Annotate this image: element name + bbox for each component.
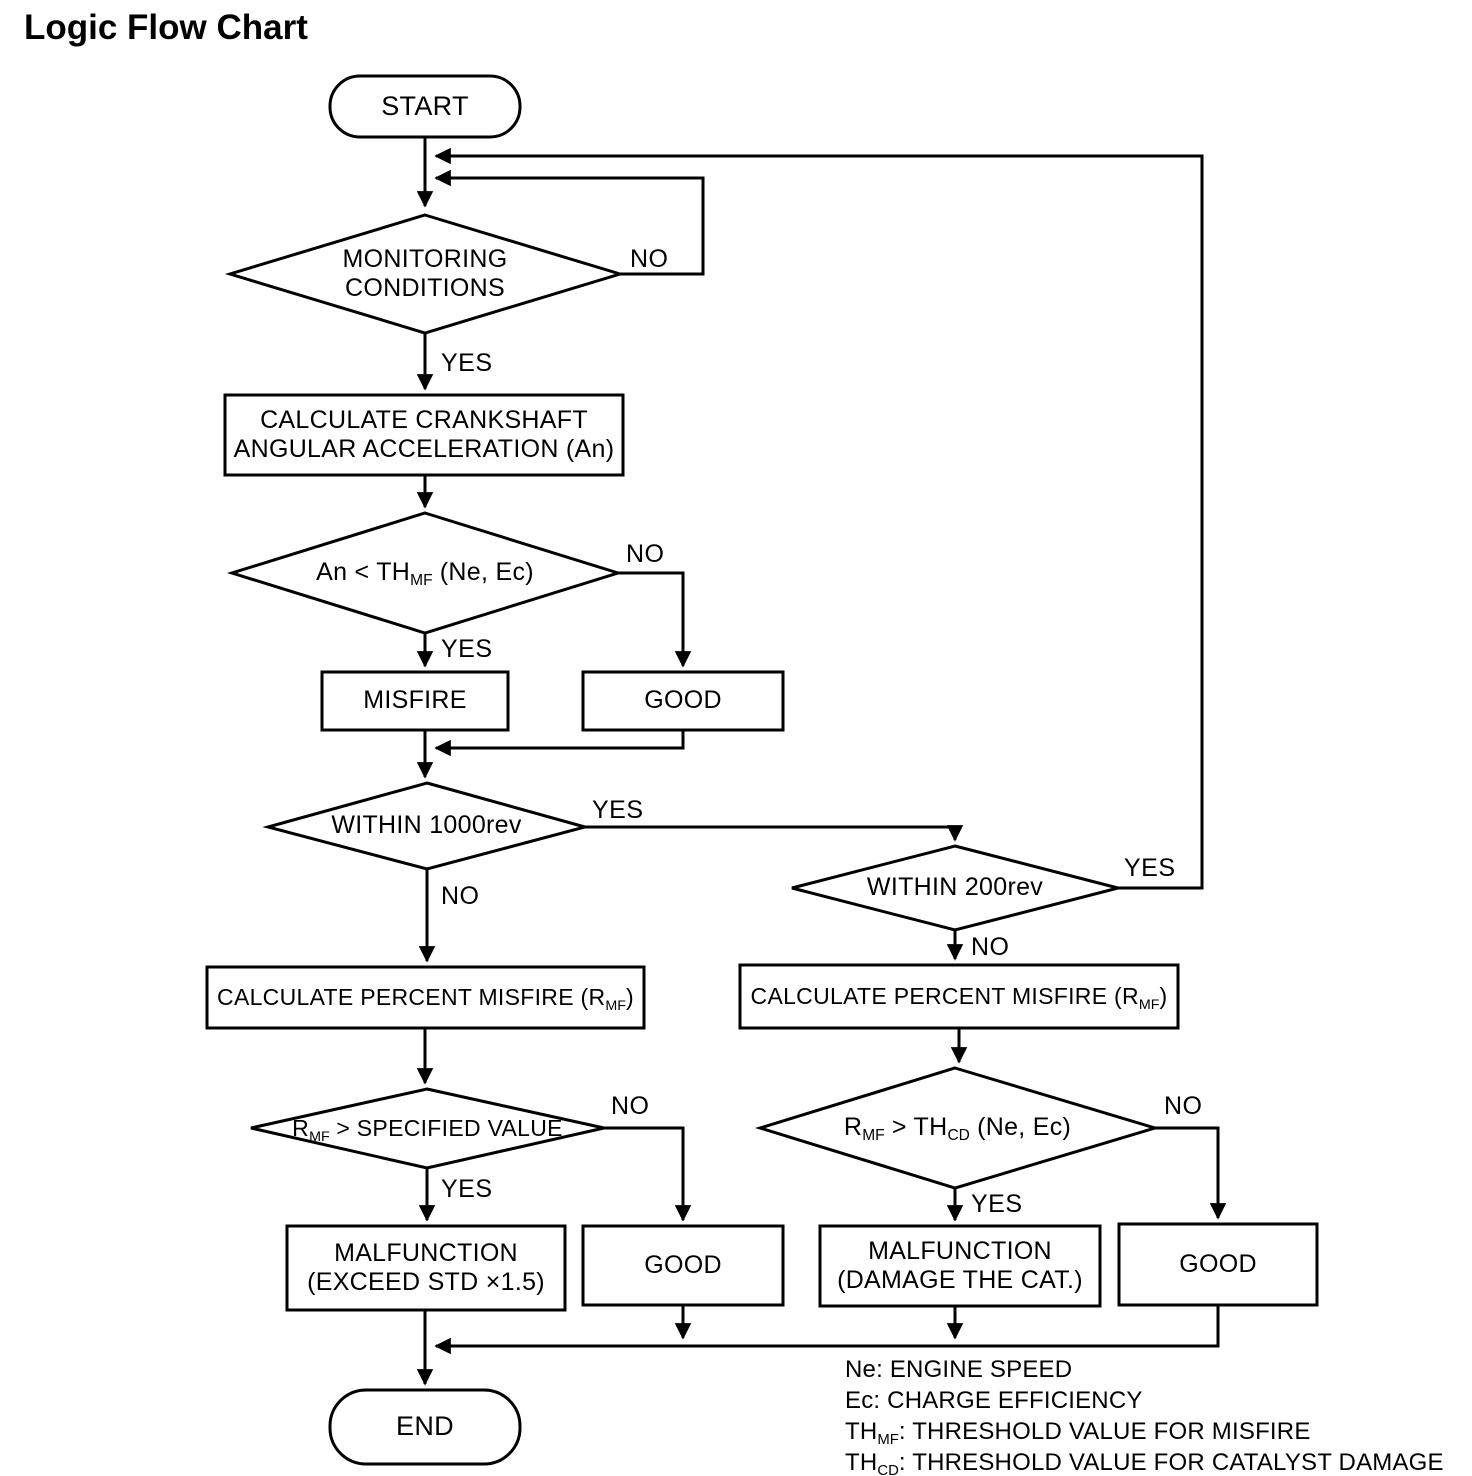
edge-label-monitoring-no: NO: [630, 245, 669, 273]
good3-process-shape: [1117, 1222, 1319, 1307]
legend-line-ne: Ne: ENGINE SPEED: [845, 1356, 1444, 1387]
calc-pct-left-post: ): [626, 983, 634, 1010]
node-within200-label: WITHIN 200rev: [866, 873, 1044, 902]
legend-line-thmf: THMF: THRESHOLD VALUE FOR MISFIRE: [845, 1418, 1444, 1449]
within200-decision-shape: [791, 844, 1119, 932]
connector-good3-merge: [434, 1305, 1220, 1355]
connector-w1000-yes: [585, 825, 964, 842]
node-start-label: START: [381, 90, 469, 121]
rmf-spec-pre: R: [292, 1114, 310, 1141]
rmf-thcd-sub2: CD: [947, 1127, 970, 1145]
end-terminal-shape: [328, 1388, 522, 1466]
within1000-decision-shape: [262, 781, 591, 871]
calc-accel-line1: CALCULATE CRANKSHAFT: [260, 405, 588, 434]
node-malfunction-std-label: MALFUNCTION(EXCEED STD ×1.5): [287, 1226, 565, 1310]
node-rmf-thcd-label: RMF > THCD (Ne, Ec): [760, 1068, 1155, 1188]
legend-thmf-post: : THRESHOLD VALUE FOR MISFIRE: [898, 1418, 1311, 1445]
rmf-thcd-decision-shape: [754, 1066, 1161, 1190]
an-th-pre: An < TH: [316, 558, 411, 587]
legend-thmf-sub: MF: [877, 1431, 899, 1448]
monitoring-line1: MONITORING: [342, 244, 508, 273]
node-good1-label: GOOD: [644, 686, 722, 715]
node-calc-percent-left-label: CALCULATE PERCENT MISFIRE (RMF): [207, 967, 644, 1028]
connector-an-no: [618, 571, 692, 668]
calc-pct-right-pre: CALCULATE PERCENT MISFIRE (R: [750, 982, 1139, 1009]
calc-accel-process-shape: [223, 393, 625, 477]
legend-ne-post: : ENGINE SPEED: [876, 1356, 1073, 1383]
legend: Ne: ENGINE SPEED Ec: CHARGE EFFICIENCY T…: [845, 1356, 1444, 1476]
node-good3-label: GOOD: [1179, 1249, 1257, 1278]
legend-line-ec: Ec: CHARGE EFFICIENCY: [845, 1387, 1444, 1418]
edge-label-rspec-no: NO: [611, 1092, 650, 1120]
legend-line-thcd: THCD: THRESHOLD VALUE FOR CATALYST DAMAG…: [845, 1449, 1444, 1476]
legend-thmf-pre: TH: [845, 1418, 878, 1445]
malfunction-cat-process-shape: [818, 1224, 1102, 1308]
calc-pct-left-pre: CALCULATE PERCENT MISFIRE (R: [217, 983, 606, 1010]
node-rmf-specified-label: RMF > SPECIFIED VALUE: [251, 1089, 604, 1168]
edge-label-w200-yes: YES: [1124, 854, 1176, 882]
malf-std-line1: MALFUNCTION: [334, 1238, 518, 1267]
an-threshold-decision-shape: [226, 511, 624, 635]
node-an-threshold-label: An < THMF (Ne, Ec): [232, 513, 618, 633]
monitoring-line2: CONDITIONS: [345, 274, 505, 302]
rmf-thcd-sub: MF: [862, 1127, 885, 1145]
connector-rthcd-no: [1155, 1126, 1227, 1220]
page-title: Logic Flow Chart: [24, 8, 308, 47]
edge-label-rspec-yes: YES: [441, 1175, 493, 1203]
rmf-thcd-mid: > TH: [884, 1113, 948, 1142]
node-calc-percent-right-label: CALCULATE PERCENT MISFIRE (RMF): [740, 965, 1178, 1028]
node-end-label: END: [396, 1411, 454, 1442]
rmf-thcd-pre: R: [843, 1113, 863, 1142]
calc-pct-left-sub: MF: [605, 997, 626, 1014]
edge-label-w200-no: NO: [971, 933, 1010, 961]
edge-label-rthcd-no: NO: [1164, 1092, 1203, 1120]
an-th-sub: MF: [410, 572, 433, 590]
edge-label-rthcd-yes: YES: [971, 1190, 1023, 1218]
edge-label-w1000-no: NO: [441, 882, 480, 910]
rmf-specified-decision-shape: [250, 1087, 605, 1170]
rmf-spec-post: > SPECIFIED VALUE: [329, 1114, 563, 1141]
an-th-post: (Ne, Ec): [432, 558, 534, 587]
legend-ne-pre: Ne: [845, 1356, 877, 1383]
malf-std-line2: (EXCEED STD ×1.5): [307, 1268, 545, 1296]
malf-cat-line2: (DAMAGE THE CAT.): [837, 1266, 1083, 1294]
rmf-thcd-post: (Ne, Ec): [969, 1113, 1072, 1142]
connector-w200-yes-loop: [434, 147, 1204, 890]
legend-ec-pre: Ec: [845, 1387, 874, 1414]
legend-thcd-post: : THRESHOLD VALUE FOR CATALYST DAMAGE: [898, 1449, 1444, 1476]
malfunction-std-process-shape: [285, 1224, 567, 1312]
legend-ec-post: : CHARGE EFFICIENCY: [873, 1387, 1143, 1414]
node-good2-label: GOOD: [644, 1250, 722, 1279]
connector-rspec-no: [604, 1126, 692, 1222]
legend-thcd-pre: TH: [845, 1449, 878, 1476]
monitoring-decision-shape: [224, 213, 626, 335]
connector-good1-merge: [434, 730, 685, 757]
node-misfire-label: MISFIRE: [363, 686, 467, 715]
malf-cat-line1: MALFUNCTION: [868, 1236, 1052, 1265]
calc-pct-right-sub: MF: [1138, 996, 1160, 1013]
connector-monitoring-no-loop: [434, 169, 705, 276]
rmf-spec-sub: MF: [309, 1128, 330, 1145]
calc-pct-right-post: ): [1159, 982, 1168, 1009]
edge-label-w1000-yes: YES: [592, 796, 644, 824]
calc-percent-left-process-shape: [205, 965, 646, 1030]
misfire-process-shape: [320, 670, 510, 732]
edge-label-an-yes: YES: [441, 635, 493, 663]
start-terminal-shape: [328, 74, 522, 139]
calc-percent-right-process-shape: [738, 963, 1180, 1030]
calc-accel-line2: ANGULAR ACCELERATION (An): [233, 435, 615, 463]
node-within1000-label: WITHIN 1000rev: [331, 811, 522, 840]
good2-process-shape: [581, 1224, 785, 1307]
edge-label-an-no: NO: [626, 540, 665, 568]
legend-thcd-sub: CD: [877, 1462, 899, 1476]
good1-process-shape: [581, 670, 785, 732]
edge-label-monitoring-yes: YES: [441, 349, 493, 377]
node-malfunction-cat-label: MALFUNCTION(DAMAGE THE CAT.): [820, 1226, 1100, 1306]
